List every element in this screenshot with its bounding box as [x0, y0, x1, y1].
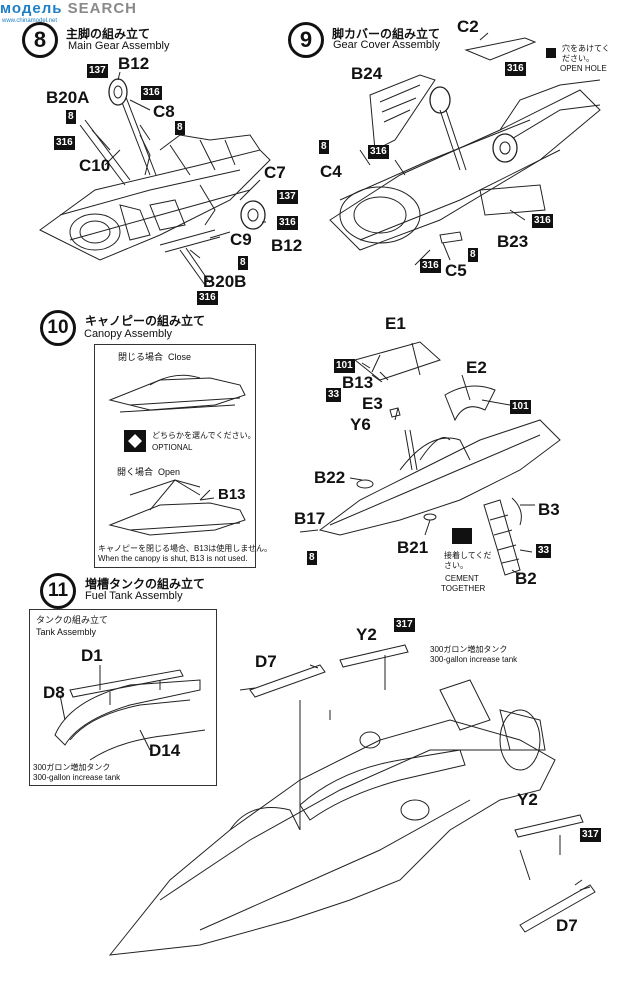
tag-8: 8 — [175, 121, 185, 135]
part-b17: B17 — [294, 509, 326, 528]
step-9-title-en: Gear Cover Assembly — [333, 39, 440, 51]
part-c2: C2 — [457, 17, 479, 36]
part-y2: Y2 — [356, 625, 377, 644]
tag-316: 316 — [141, 86, 162, 100]
tank-assembly-title-en: Tank Assembly — [36, 627, 97, 637]
tag-317: 317 — [580, 828, 601, 842]
part-b3: B3 — [538, 500, 560, 519]
tag-8: 8 — [238, 256, 248, 270]
part-b13: B13 — [342, 373, 374, 392]
step-10-title-jp: キャノピーの組み立て — [85, 314, 206, 328]
tag-8: 8 — [319, 140, 329, 154]
tag-316: 316 — [532, 214, 553, 228]
part-c10: C10 — [79, 156, 111, 175]
part-e3: E3 — [362, 394, 383, 413]
part-c9: C9 — [230, 230, 252, 249]
tank-label-jp: 300ガロン増加タンク — [430, 645, 508, 654]
watermark-url: www.chinamodel.net — [2, 18, 58, 24]
step-10-number: 10 — [40, 310, 76, 346]
tag-137: 137 — [87, 64, 108, 78]
part-c5: C5 — [445, 261, 467, 280]
tank-label-en: 300-gallon increase tank — [430, 655, 518, 664]
tag-316: 316 — [368, 145, 389, 159]
part-b20a: B20A — [46, 88, 90, 107]
optional-note-jp: どちらかを選んでください。 — [152, 431, 256, 440]
watermark-logo: модель — [0, 0, 63, 17]
tag-137: 137 — [277, 190, 298, 204]
step-11-title-jp: 増槽タンクの組み立て — [85, 577, 206, 591]
tag-317: 317 — [394, 618, 415, 632]
step-11-title-en: Fuel Tank Assembly — [85, 590, 183, 602]
close-label: 閉じる場合 Close — [118, 352, 192, 362]
tag-316: 316 — [420, 259, 441, 273]
canopy-main-drawing — [299, 341, 561, 576]
part-d7: D7 — [556, 916, 578, 935]
open-hole-note-jp: 穴をあけてください。 — [562, 44, 610, 63]
canopy-open-note-en: When the canopy is shut, B13 is not used… — [98, 554, 248, 563]
tag-316: 316 — [505, 62, 526, 76]
part-b22: B22 — [314, 468, 346, 487]
tag-8: 8 — [468, 248, 478, 262]
part-c4: C4 — [320, 162, 342, 181]
watermark: модель SEARCH — [0, 0, 137, 17]
step-10-title-en: Canopy Assembly — [84, 328, 173, 340]
step-11-number: 11 — [40, 573, 76, 609]
tag-33: 33 — [536, 544, 552, 558]
tag-316: 316 — [54, 136, 75, 150]
tank-assembly-title-jp: タンクの組み立て — [36, 615, 109, 625]
part-b24: B24 — [351, 64, 383, 83]
part-d1: D1 — [81, 646, 103, 665]
part-b21: B21 — [397, 538, 429, 557]
step-8-title-jp: 主脚の組み立て — [66, 27, 151, 41]
cement-note-en-1: CEMENT — [445, 574, 479, 583]
part-c7: C7 — [264, 163, 286, 182]
tag-316: 316 — [197, 291, 218, 305]
optional-note-en: OPTIONAL — [152, 443, 193, 452]
watermark-site: SEARCH — [67, 0, 137, 17]
part-e1: E1 — [385, 314, 406, 333]
part-y2: Y2 — [517, 790, 538, 809]
cement-note-jp: 接着してください。 — [444, 551, 492, 570]
tag-101: 101 — [510, 400, 531, 414]
open-label: 開く場合 Open — [117, 467, 181, 477]
canopy-inset-drawing — [108, 374, 246, 536]
fuel-tank-main-drawing — [108, 644, 596, 956]
tag-33: 33 — [326, 388, 342, 402]
part-e2: E2 — [466, 358, 487, 377]
step-8-number: 8 — [22, 22, 58, 58]
tag-316: 316 — [277, 216, 298, 230]
tag-8: 8 — [66, 110, 76, 124]
part-b20b: B20B — [203, 272, 247, 291]
part-b23: B23 — [497, 232, 529, 251]
part-b12: B12 — [118, 54, 150, 73]
canopy-options-box — [94, 344, 256, 568]
main-gear-drawing — [39, 71, 271, 286]
tag-101: 101 — [334, 359, 355, 373]
tank-note-en: 300-gallon increase tank — [33, 773, 121, 782]
tank-note-jp: 300ガロン増加タンク — [33, 763, 111, 772]
step-9-number: 9 — [288, 22, 324, 58]
part-b13-inset: B13 — [218, 486, 246, 503]
part-y6: Y6 — [350, 415, 371, 434]
part-b2: B2 — [515, 569, 537, 588]
part-d8: D8 — [43, 683, 65, 702]
cement-note-en-2: TOGETHER — [441, 584, 486, 593]
tank-inset-drawing — [54, 665, 206, 761]
tank-assembly-box — [29, 609, 217, 786]
tag-8: 8 — [307, 551, 317, 565]
part-d7: D7 — [255, 652, 277, 671]
open-hole-note-en: OPEN HOLE — [560, 64, 607, 73]
step-9-title-jp: 脚カバーの組み立て — [332, 27, 441, 41]
gear-cover-drawing — [329, 32, 601, 266]
part-c8: C8 — [153, 102, 175, 121]
step-8-title-en: Main Gear Assembly — [68, 40, 170, 52]
part-d14: D14 — [149, 741, 181, 760]
part-b12: B12 — [271, 236, 303, 255]
canopy-open-note-jp: キャノピーを閉じる場合、B13は使用しません。 — [98, 544, 272, 553]
open-hole-icon — [546, 48, 556, 58]
